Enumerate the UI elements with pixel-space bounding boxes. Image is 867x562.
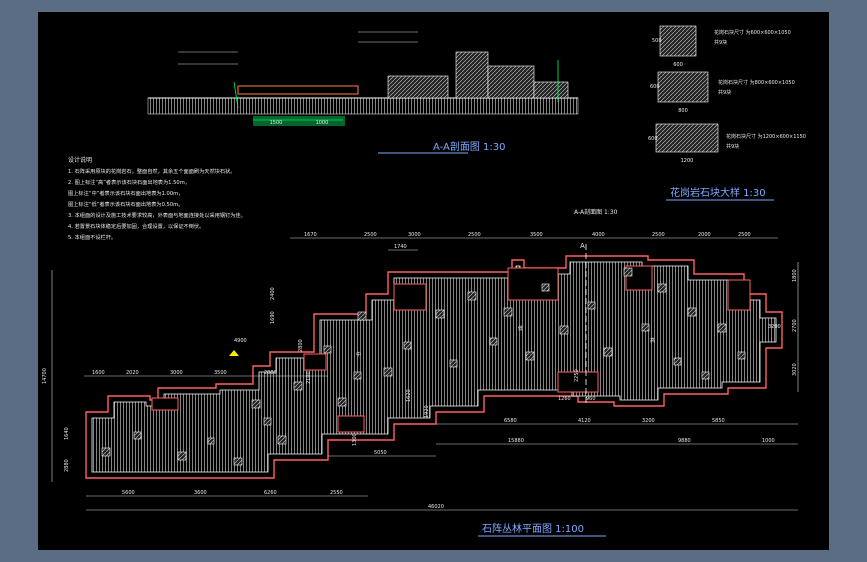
side-label: 4900 bbox=[234, 338, 247, 344]
section-dim: 1500 bbox=[270, 120, 283, 126]
block-count: 共9块 bbox=[718, 89, 731, 96]
block-height-label: 600 bbox=[650, 84, 660, 90]
vertical-dim: 14700 bbox=[42, 368, 48, 384]
note-line: 图上标注“中”者表示该石块石面出地表为1.00m， bbox=[68, 189, 183, 197]
top-dim: 3000 bbox=[408, 232, 421, 238]
vertical-dim: 1640 bbox=[64, 427, 70, 440]
paving-layer bbox=[237, 85, 359, 95]
note-line: 3. 本组面的设计及施工技术要求较高，外表面与地面连接处以采用钢钉为佳。 bbox=[68, 211, 246, 219]
cad-drawing: 1500 1000 A-A剖面图 1:30 600 500 花岗石块尺寸 为60… bbox=[42, 25, 806, 537]
bottom-right-dim: 5850 bbox=[712, 418, 725, 424]
block-count: 共9块 bbox=[714, 39, 727, 46]
bottom-right-dim: 4120 bbox=[578, 418, 591, 424]
section-title: A-A剖面图 1:30 bbox=[433, 140, 506, 153]
block-count: 共9块 bbox=[726, 143, 739, 150]
note-line: 1. 石阵采用原块的花岗岩石，整面自然，其余五个面面刷为天然块石状。 bbox=[68, 167, 235, 175]
drawing-sheet: 1500 1000 A-A剖面图 1:30 600 500 花岗石块尺寸 为60… bbox=[38, 12, 829, 550]
side-label: 3200 bbox=[768, 324, 781, 330]
ground-layer bbox=[147, 97, 579, 115]
bottom-dim: 2550 bbox=[330, 490, 343, 496]
bottom-right-dim: 5050 bbox=[374, 450, 387, 456]
vertical-dim: 1920 bbox=[424, 405, 430, 418]
block-width-label: 600 bbox=[673, 62, 683, 68]
block-width-label: 800 bbox=[678, 108, 688, 114]
block-width-label: 1200 bbox=[681, 158, 694, 164]
section-letter: A bbox=[580, 242, 585, 250]
top-dim: 2000 bbox=[698, 232, 711, 238]
mid-dim: 2250 bbox=[574, 369, 580, 382]
section-dim: 1000 bbox=[316, 120, 329, 126]
stone-blocks bbox=[101, 267, 746, 466]
top-dim: 4000 bbox=[592, 232, 605, 238]
vertical-dim: 2880 bbox=[64, 459, 70, 472]
section-stone bbox=[533, 81, 569, 99]
vertical-dim: 1300 bbox=[352, 433, 358, 446]
vertical-dim: 1690 bbox=[270, 311, 276, 324]
bottom-dim: 6260 bbox=[264, 490, 277, 496]
section-stone bbox=[387, 75, 449, 99]
bottom-right-dim2: 9880 bbox=[678, 438, 691, 444]
mid-dim: 1620 bbox=[406, 389, 412, 402]
bottom-right-dim: 6580 bbox=[504, 418, 517, 424]
granite-block-3 bbox=[655, 123, 719, 153]
mid-dim: 1260 bbox=[558, 396, 571, 402]
block-note: 花岗石块尺寸 为800×600×1050 bbox=[718, 79, 795, 86]
notes-heading: 设计说明 bbox=[68, 156, 92, 164]
top-dim: 2500 bbox=[652, 232, 665, 238]
inner-label: 中 bbox=[356, 351, 361, 358]
vertical-dim: 2800 bbox=[298, 339, 304, 352]
top-dim: 2500 bbox=[468, 232, 481, 238]
note-line: 2. 图上标注“高”者表示该石块石面出地表为1.50m， bbox=[68, 178, 190, 186]
left-row-dim: 1600 bbox=[92, 370, 105, 376]
left-row-dim: 3000 bbox=[170, 370, 183, 376]
detail-title: 花岗岩石块大样 1:30 bbox=[670, 186, 766, 199]
plan-boundary bbox=[85, 255, 783, 479]
granite-block-1 bbox=[659, 25, 697, 57]
design-notes: 设计说明 1. 石阵采用原块的花岗岩石，整面自然，其余五个面面刷为天然块石状。 … bbox=[68, 156, 246, 241]
bottom-right-dim2: 15880 bbox=[508, 438, 524, 444]
block-note: 花岗石块尺寸 为1200×600×1150 bbox=[726, 133, 806, 140]
note-line: 图上标注“低”者表示该石块石面出地表为0.50m。 bbox=[68, 200, 183, 208]
overall-width: 46020 bbox=[428, 504, 444, 510]
note-line: 4. 若置景石块体稳定后要加固，合理设置，以保证不倒伏。 bbox=[68, 222, 204, 230]
bottom-dim: 5600 bbox=[122, 490, 135, 496]
block-height-label: 500 bbox=[652, 38, 662, 44]
top-dim: 3500 bbox=[530, 232, 543, 238]
top-dim: 1670 bbox=[304, 232, 317, 238]
vertical-dim: 2100 bbox=[306, 371, 312, 384]
vertical-dim: 2400 bbox=[270, 287, 276, 300]
north-marker bbox=[229, 350, 239, 356]
top-dim: 2500 bbox=[738, 232, 751, 238]
section-view: 1500 1000 A-A剖面图 1:30 bbox=[147, 31, 579, 154]
left-row-dim: 2020 bbox=[126, 370, 139, 376]
section-mark: A-A剖面图 1:30 bbox=[574, 208, 618, 216]
section-stone bbox=[455, 51, 489, 99]
left-row-dim: 2880 bbox=[264, 370, 277, 376]
left-row-dim: 3500 bbox=[214, 370, 227, 376]
plan-title: 石阵丛林平面图 1:100 bbox=[482, 522, 584, 535]
inner-label: 低 bbox=[518, 325, 523, 332]
granite-block-2 bbox=[657, 71, 709, 103]
detail-view: 600 500 花岗石块尺寸 为600×600×1050 共9块 800 600… bbox=[648, 25, 806, 201]
mid-dim: 960 bbox=[586, 396, 596, 402]
section-stone bbox=[487, 65, 535, 99]
right-dim: 1800 bbox=[792, 269, 798, 282]
bottom-right-dim: 3200 bbox=[642, 418, 655, 424]
note-line: 5. 本组面不设栏杆。 bbox=[68, 233, 116, 241]
block-note: 花岗石块尺寸 为600×600×1050 bbox=[714, 29, 791, 36]
top-dim: 2500 bbox=[364, 232, 377, 238]
stone-forest-field bbox=[91, 261, 777, 473]
inner-label: 高 bbox=[650, 337, 655, 344]
bottom-dim: 3600 bbox=[194, 490, 207, 496]
block-height-label: 600 bbox=[648, 136, 658, 142]
bottom-right-dim2: 1000 bbox=[762, 438, 775, 444]
right-dim: 3020 bbox=[792, 363, 798, 376]
right-dim: 2700 bbox=[792, 319, 798, 332]
top-dim-2: 1740 bbox=[394, 244, 407, 250]
plan-view: 中 低 高 A-A剖面图 1:30 A 1670 2500 3000 2500 … bbox=[42, 208, 799, 537]
